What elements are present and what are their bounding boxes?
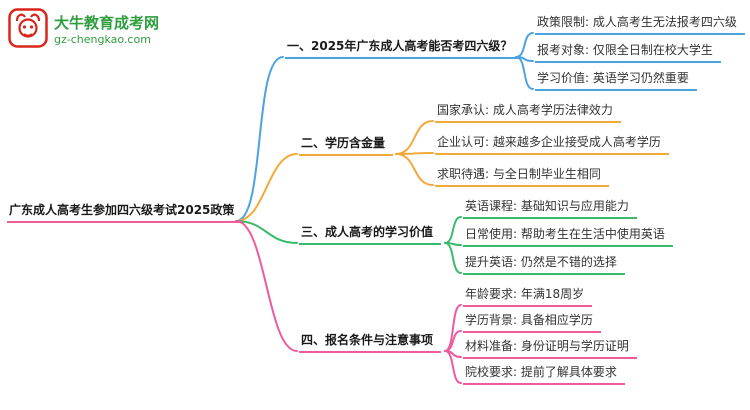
child-node-4-4: 院校要求: 提前了解具体要求 [463,365,625,385]
connector-b3-c1 [444,216,462,244]
branch-node-2: 二、学历含金量 [299,135,394,156]
connector-root-branch-1 [235,56,284,222]
child-node-4-1: 年龄要求: 年满18周岁 [463,287,593,307]
logo-title: 大牛教育成考网 [54,13,160,32]
child-node-3-1: 英语课程: 基础知识与应用能力 [463,199,637,219]
branch-node-4: 四、报名条件与注意事项 [299,332,442,353]
child-node-1-2: 报考对象: 仅限全日制在校大学生 [535,43,721,63]
root-node: 广东成人高考生参加四六级考试2025政策 [7,202,243,223]
connector-root-branch-2 [235,153,298,222]
child-node-3-2: 日常使用: 帮助考生在生活中使用英语 [463,227,673,247]
site-logo: 大牛教育成考网 gz-chengkao.com [8,8,159,52]
branch-node-3: 三、成人高考的学习价值 [299,224,442,245]
child-node-2-1: 国家承认: 成人高考学历法律效力 [435,103,621,123]
logo-domain: gz-chengkao.com [54,32,151,46]
connector-b4-c3 [444,350,462,358]
child-node-4-2: 学历背景: 具备相应学历 [463,313,601,333]
connector-b4-c4 [444,350,462,384]
connector-root-branch-3 [235,220,298,244]
connector-b3-c2 [444,242,462,246]
connector-b2-c3 [395,153,434,186]
connector-b2-c2 [395,152,434,155]
child-node-2-2: 企业认可: 越来越多企业接受成人高考学历 [435,135,669,155]
child-node-1-3: 学习价值: 英语学习仍然重要 [535,71,697,91]
child-node-1-1: 政策限制: 成人高考生无法报考四六级 [535,15,745,35]
connector-b1-c3 [515,56,534,90]
connector-root-branch-4 [235,220,298,352]
connector-b4-c2 [444,330,462,352]
child-node-2-3: 求职待遇: 与全日制毕业生相同 [435,167,609,187]
connector-b3-c3 [444,242,462,274]
child-node-4-3: 材料准备: 身份证明与学历证明 [463,339,637,359]
connector-b4-c1 [444,304,462,352]
child-node-3-3: 提升英语: 仍然是不错的选择 [463,255,625,275]
branch-node-1: 一、2025年广东成人高考能否考四六级？ [285,38,521,59]
logo-bull-icon [8,8,48,52]
connector-b2-c1 [395,120,434,155]
